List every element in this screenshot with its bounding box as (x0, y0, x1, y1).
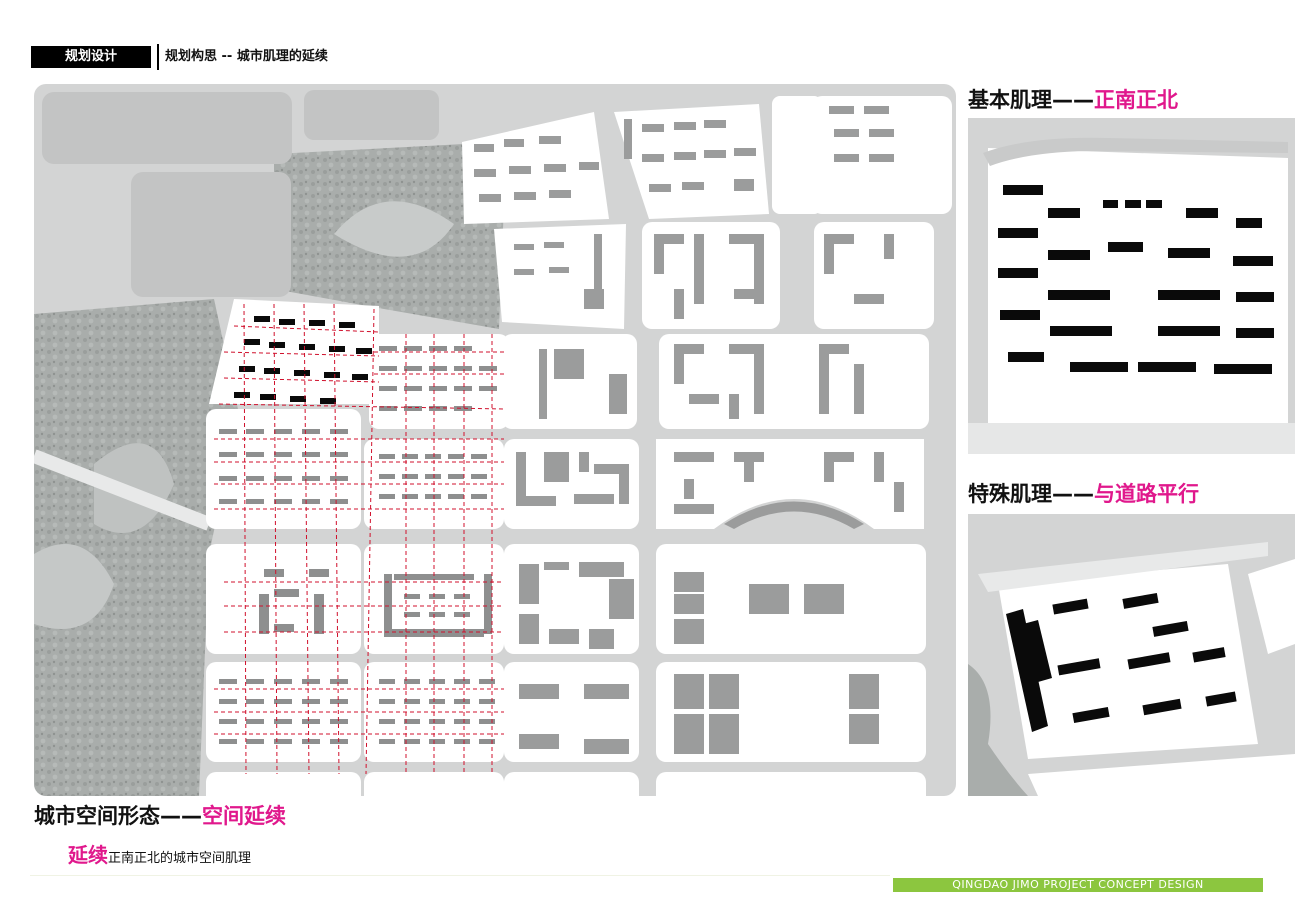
site-plan-map (34, 84, 956, 796)
footer-divider (30, 875, 890, 876)
special-texture-label: 特殊肌理—— (968, 482, 1094, 506)
page-title: 规划构思 -- 城市肌理的延续 (165, 49, 328, 64)
urban-form-accent: 空间延续 (202, 804, 286, 828)
section-tag: 规划设计 (31, 46, 151, 68)
special-texture-map (968, 514, 1295, 796)
urban-form-heading: 城市空间形态——空间延续 (34, 802, 286, 830)
basic-texture-label: 基本肌理—— (968, 88, 1094, 112)
caption: 延续正南正北的城市空间肌理 (68, 842, 251, 872)
urban-form-label: 城市空间形态—— (34, 804, 202, 828)
basic-texture-map (968, 118, 1295, 454)
header-divider (157, 44, 159, 70)
caption-accent: 延续 (68, 843, 108, 867)
special-texture-accent: 与道路平行 (1094, 482, 1199, 506)
footer-banner: QINGDAO JIMO PROJECT CONCEPT DESIGN (893, 878, 1263, 892)
basic-texture-heading: 基本肌理——正南正北 (968, 86, 1178, 114)
basic-texture-accent: 正南正北 (1094, 88, 1178, 112)
caption-text: 正南正北的城市空间肌理 (108, 851, 252, 866)
special-texture-heading: 特殊肌理——与道路平行 (968, 480, 1199, 508)
